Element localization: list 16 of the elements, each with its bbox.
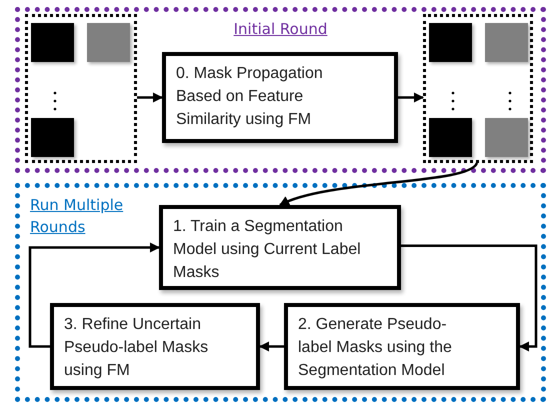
dotted-group-box	[15, 183, 546, 402]
arrow	[28, 242, 160, 348]
arrow	[259, 342, 284, 352]
arrow	[401, 244, 538, 352]
arrow	[279, 162, 478, 206]
arrow	[137, 92, 163, 102]
mask-set-box	[25, 14, 137, 163]
dotted-group-box	[15, 7, 546, 173]
process-box: 0. Mask Propagation Based on Feature Similarity using FM	[162, 52, 398, 143]
process-box: 1. Train a Segmentation Model using Current Label Masks	[159, 205, 401, 290]
group-title: Run Multiple Rounds	[30, 195, 124, 238]
mask-set-box	[423, 14, 533, 163]
arrow	[398, 92, 424, 102]
process-box: 2. Generate Pseudo-label Masks using the Segmentation Model	[284, 303, 520, 390]
group-title: Initial Round	[232, 19, 328, 40]
process-box: 3. Refine Uncertain Pseudo-label Masks using FM	[50, 303, 260, 390]
